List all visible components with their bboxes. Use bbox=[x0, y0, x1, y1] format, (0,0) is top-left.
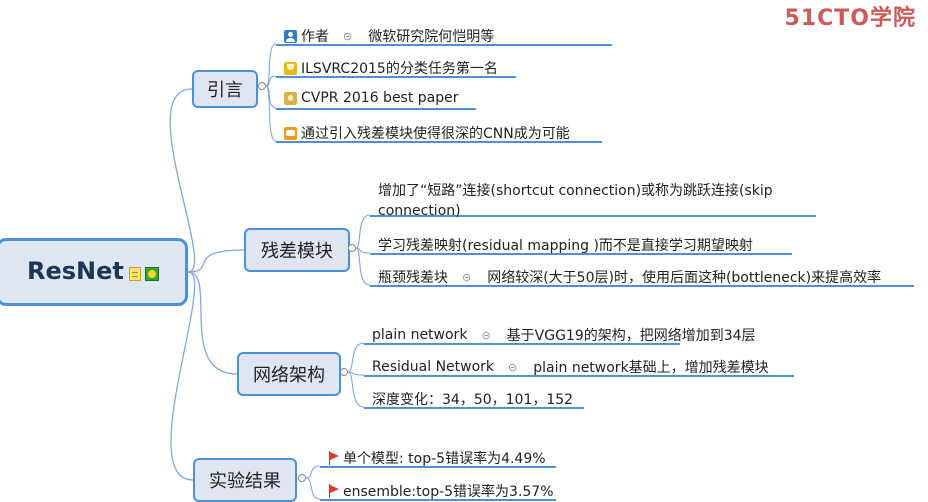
leaf-detail-text: 基于VGG19的架构，把网络增加到34层 bbox=[506, 328, 756, 344]
leaf-underline bbox=[370, 285, 914, 287]
bulb-icon bbox=[284, 126, 297, 140]
leaf-topic[interactable]: Residual Network ⊝ plain network基础上，增加残差模块 bbox=[372, 357, 769, 377]
leaf-detail-text: plain network基础上，增加残差模块 bbox=[533, 360, 769, 376]
flag-icon bbox=[328, 451, 339, 465]
leaf-underline bbox=[364, 375, 794, 377]
leaf-underline bbox=[364, 407, 584, 409]
collapse-toggle[interactable] bbox=[348, 244, 356, 252]
watermark-logo: 51CTO学院 bbox=[784, 6, 916, 31]
leaf-text: 单个模型: top-5错误率为4.49% bbox=[343, 451, 546, 467]
leaf-topic[interactable]: ensemble:top-5错误率为3.57% bbox=[328, 481, 554, 501]
subtopic-separator-icon: ⊝ bbox=[481, 328, 491, 342]
leaf-topic[interactable]: CVPR 2016 best paper bbox=[284, 90, 459, 106]
leaf-text: 学习残差映射(residual mapping )而不是直接学习期望映射 bbox=[378, 238, 753, 254]
leaf-text: 瓶颈残差块 bbox=[378, 270, 448, 286]
root-topic-label: ResNet bbox=[27, 257, 124, 285]
leaf-text: ILSVRC2015的分类任务第一名 bbox=[301, 61, 498, 77]
leaf-text: 增加了“短路”连接(shortcut connection)或称为跳跃连接(sk… bbox=[378, 183, 773, 199]
leaf-text: 作者 bbox=[301, 29, 329, 45]
smiley-icon bbox=[145, 267, 159, 281]
branch-topic-1[interactable]: 引言 bbox=[192, 70, 258, 108]
leaf-detail-text: 微软研究院何恺明等 bbox=[368, 29, 495, 45]
leaf-detail-text: 网络较深(大于50层)时，使用后面这种(bottleneck)来提高效率 bbox=[487, 270, 882, 286]
leaf-text: 深度变化：34，50，101，152 bbox=[372, 392, 574, 408]
leaf-text: ensemble:top-5错误率为3.57% bbox=[343, 484, 554, 500]
branch-topic-4[interactable]: 实验结果 bbox=[193, 458, 297, 502]
leaf-topic[interactable]: 增加了“短路”连接(shortcut connection)或称为跳跃连接(sk… bbox=[378, 181, 773, 221]
branch-topic-label: 引言 bbox=[207, 80, 243, 101]
leaf-text: 通过引入残差模块使得很深的CNN成为可能 bbox=[301, 126, 570, 142]
leaf-topic[interactable]: 通过引入残差模块使得很深的CNN成为可能 bbox=[284, 123, 570, 143]
leaf-underline bbox=[364, 343, 680, 345]
leaf-topic[interactable]: 学习残差映射(residual mapping )而不是直接学习期望映射 bbox=[378, 235, 753, 255]
leaf-topic[interactable]: plain network ⊝ 基于VGG19的架构，把网络增加到34层 bbox=[372, 325, 756, 345]
branch-topic-3[interactable]: 网络架构 bbox=[237, 352, 341, 396]
medal-icon bbox=[284, 91, 297, 105]
subtopic-separator-icon: ⊝ bbox=[343, 29, 353, 43]
leaf-topic[interactable]: 深度变化：34，50，101，152 bbox=[372, 389, 573, 409]
branch-topic-label: 残差模块 bbox=[261, 241, 333, 262]
leaf-text: plain network bbox=[372, 327, 468, 343]
person-icon bbox=[284, 29, 297, 43]
leaf-topic[interactable]: 瓶颈残差块 ⊝ 网络较深(大于50层)时，使用后面这种(bottleneck)来提高… bbox=[378, 267, 881, 287]
note-icon[interactable] bbox=[129, 267, 141, 281]
leaf-underline bbox=[370, 253, 792, 255]
subtopic-separator-icon: ⊝ bbox=[462, 270, 472, 284]
flag-icon bbox=[328, 484, 339, 498]
branch-topic-label: 网络架构 bbox=[253, 365, 325, 386]
leaf-underline bbox=[320, 466, 556, 468]
collapse-toggle[interactable] bbox=[340, 368, 348, 376]
leaf-underline bbox=[370, 215, 816, 217]
subtopic-separator-icon: ⊝ bbox=[508, 360, 518, 374]
leaf-underline bbox=[276, 44, 612, 46]
leaf-topic[interactable]: 作者 ⊝ 微软研究院何恺明等 bbox=[284, 26, 494, 46]
leaf-text: CVPR 2016 best paper bbox=[301, 90, 459, 106]
leaf-topic[interactable]: 单个模型: top-5错误率为4.49% bbox=[328, 448, 546, 468]
branch-topic-2[interactable]: 残差模块 bbox=[244, 228, 350, 272]
root-topic[interactable]: ResNet bbox=[0, 238, 188, 306]
leaf-text: Residual Network bbox=[372, 359, 495, 375]
leaf-underline bbox=[276, 76, 516, 78]
collapse-toggle[interactable] bbox=[298, 474, 306, 482]
leaf-underline bbox=[276, 141, 602, 143]
leaf-topic[interactable]: ILSVRC2015的分类任务第一名 bbox=[284, 58, 498, 78]
collapse-toggle[interactable] bbox=[258, 82, 266, 90]
leaf-underline bbox=[276, 108, 476, 110]
trophy-icon bbox=[284, 61, 297, 75]
branch-topic-label: 实验结果 bbox=[209, 471, 281, 492]
leaf-text-continued: connection) bbox=[378, 203, 461, 219]
